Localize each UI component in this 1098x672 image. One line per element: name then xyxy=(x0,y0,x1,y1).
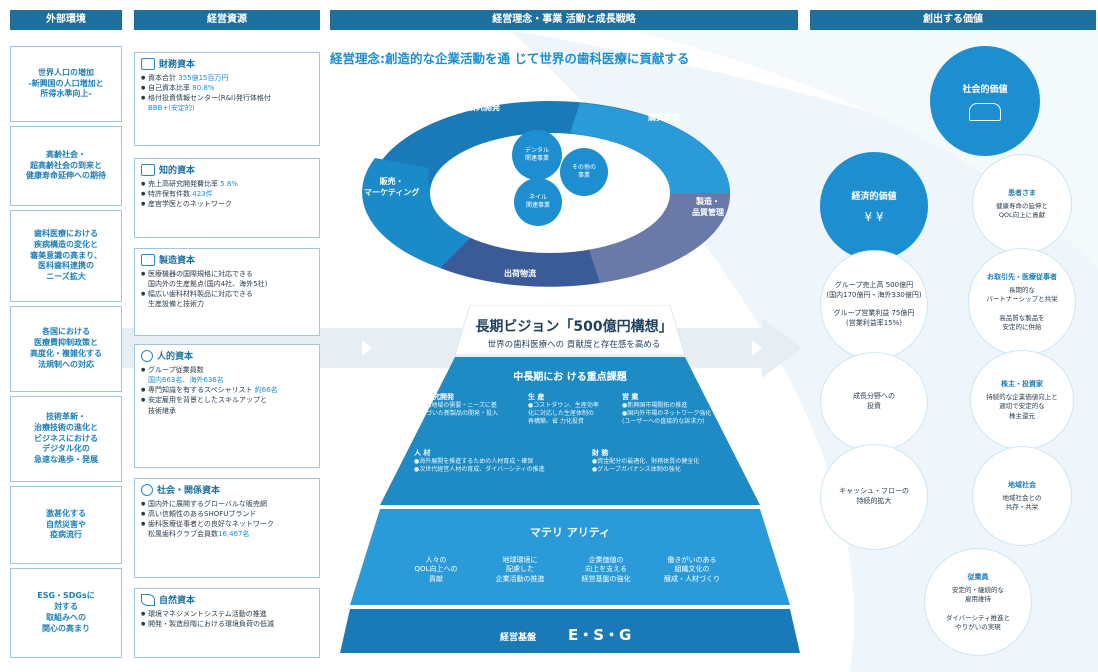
capital-item: 環境マネジメントシステム活動の推進 xyxy=(141,609,313,619)
social-value-circle: 社会的価値 xyxy=(930,46,1040,156)
capital-item: 格付投資情報センター(R&I)発行体格付 BBB+(安定的) xyxy=(141,93,313,113)
priority-item: 人 材 ●海外展開を推進するための人材育成・確保 ●次世代経営人材の育成、ダイバ… xyxy=(414,449,545,473)
stakeholder-circle: 株主・投資家 持続的な企業価値向上と 適切で安定的な 株主還元 xyxy=(970,350,1074,450)
stakeholder-circle: 患者さま 健康寿命の延伸と QOL向上に貢献 xyxy=(972,154,1072,254)
leaf-icon xyxy=(141,593,155,606)
stakeholder-circle: 地域社会 地域社会との 共存・共栄 xyxy=(972,446,1072,546)
cycle-sales-label: 販売・ マーケティング xyxy=(364,177,420,197)
capital-item: 売上高研究開発費比率 5.8% xyxy=(141,179,313,189)
capital-human: 人的資本 グループ従業員数 国内663名、海外636名 専門知識を有するスペシャ… xyxy=(134,344,320,468)
header-value: 創出する価値 xyxy=(810,10,1096,30)
header-external: 外部環境 xyxy=(10,10,122,30)
env-item: ESG・SDGsに 対する 取組みへの 関心の高まり xyxy=(10,568,122,658)
header-capital: 経営資源 xyxy=(134,10,320,30)
bar-chart-icon xyxy=(141,57,155,70)
capital-item: 国内外に展開するグローバルな販売網 xyxy=(141,499,313,509)
materiality-item: 企業価値の 向上を支える 経営基盤の強化 xyxy=(581,556,631,583)
capital-item: 特許保有件数 423件 xyxy=(141,189,313,199)
network-icon xyxy=(141,483,153,496)
book-icon xyxy=(141,163,155,176)
materiality-item: 人々の QOL向上への 貢献 xyxy=(414,556,458,583)
economic-item: グループ売上高 500億円 (国内170億円・海外330億円) グループ営業利益… xyxy=(820,250,928,360)
priorities-title: 中長期にお ける重点課題 xyxy=(513,372,627,383)
capital-item: 産官学医とのネットワーク xyxy=(141,199,313,209)
header-strategy: 経営理念・事業 活動と成長戦略 xyxy=(330,10,798,30)
cycle-manufacturing-label: 製造・ 品質管理 xyxy=(692,197,724,217)
business-circle: デンタル 関連事業 xyxy=(512,130,562,180)
capital-item: 開発・製造段階における環境負荷の低減 xyxy=(141,619,313,629)
cycle-procurement-label: 購買物流 xyxy=(648,113,680,122)
capital-item: 幅広い歯科材料製品に対応できる 生産設備と技術力 xyxy=(141,289,313,309)
capital-item: 自己資本比率 80.8% xyxy=(141,83,313,93)
capital-item: 高い信頼性のあるSHOFUブランド xyxy=(141,509,313,519)
people-icon xyxy=(969,102,1001,121)
capital-item: 専門知識を有するスペシャリスト 約66名 xyxy=(141,385,313,395)
vision-title: 長期ビジョン「500億円構想」 xyxy=(475,319,673,335)
capital-manufactured: 製造資本 医療機器の国際規格に対応できる 国内外の生産拠点(国内4社、海外5社)… xyxy=(134,248,320,336)
env-item: 技術革新・ 治療技術の進化と ビジネスにおける デジタル化の 急速な進歩・発展 xyxy=(10,396,122,482)
business-circle: その他の 事業 xyxy=(560,148,608,196)
capital-item: 資本合計 355億15百万円 xyxy=(141,73,313,83)
capital-item: 歯科医療従事者との良好なネットワーク 松風歯科クラブ会員数16,467名 xyxy=(141,519,313,539)
priority-item: 営 業 ●新興国市場開拓の推進 ●国内外市場のネットワーク強化 (ユーザーへの直… xyxy=(622,393,712,425)
factory-icon xyxy=(141,253,155,266)
foundation-label: 経営基盤 xyxy=(500,633,537,643)
priority-item: 研究開発 ●地域の需要・ニーズに基 づいた新製品の開発・投入 xyxy=(426,393,499,417)
foundation-esg: E・S・G xyxy=(568,626,632,644)
capital-item: 安定雇用を背景としたスキルアップと 技術継承 xyxy=(141,395,313,415)
capital-title: 財務資本 xyxy=(159,60,196,70)
capital-item: 医療機器の国際規格に対応できる 国内外の生産拠点(国内4社、海外5社) xyxy=(141,269,313,289)
capital-title: 自然資本 xyxy=(159,596,196,606)
capital-intellectual: 知的資本 売上高研究開発費比率 5.8% 特許保有件数 423件 産官学医とのネ… xyxy=(134,158,320,238)
capital-title: 製造資本 xyxy=(159,256,196,266)
capital-item: グループ従業員数 国内663名、海外636名 xyxy=(141,365,313,385)
env-item: 歯科医療における 疾病構造の変化と 審美意識の高まり、 医科歯科連携の ニーズ拡… xyxy=(10,210,122,302)
env-item: 世界人口の増加 -新興国の人口増加と 所得水準向上- xyxy=(10,46,122,122)
vision-subtitle: 世界の歯科医療への 貢献度と存在感を高める xyxy=(487,340,661,350)
capital-title: 人的資本 xyxy=(157,352,194,362)
economic-value-circle: 経済的価値 ¥ ¥ xyxy=(820,152,928,260)
stakeholder-circle: 従業員 安定的・継続的な 雇用維持 ダイバーシティ推進と やりがいの実現 xyxy=(924,548,1032,656)
env-item: 高齢社会・ 超高齢社会の到来と 健康寿命延伸への期待 xyxy=(10,126,122,206)
cycle-shipping-label: 出荷物流 xyxy=(504,269,536,278)
capital-natural: 自然資本 環境マネジメントシステム活動の推進 開発・製造段階における環境負荷の低… xyxy=(134,588,320,658)
priority-item: 財 務 ●資金配分の最適化、財務体質の健全化 ●グループガバナンス体制の強化 xyxy=(592,449,700,473)
capital-social: 社会・関係資本 国内外に展開するグローバルな販売網 高い信頼性のあるSHOFUブ… xyxy=(134,478,320,578)
business-circle: ネイル 関連事業 xyxy=(514,178,562,226)
priority-item: 生 産 ●コストダウン、生産効率 化に対応した生産体制の 再構築、省 力化投資 xyxy=(528,393,599,425)
stakeholder-circle: お取引先・医療従事者 長期的な パートナーシップと共栄 高品質な製品を 安定的に… xyxy=(968,248,1076,356)
currency-icon: ¥ ¥ xyxy=(864,209,884,224)
materiality-item: 働きがいのある 組織文化の 醸成・人材づくり xyxy=(664,556,720,583)
env-item: 激甚化する 自然災害や 疫病流行 xyxy=(10,486,122,564)
capital-financial: 財務資本 資本合計 355億15百万円 自己資本比率 80.8% 格付投資情報セ… xyxy=(134,52,320,146)
strategy-pyramid xyxy=(340,305,800,653)
materiality-title: マテリ アリティ xyxy=(529,526,611,539)
capital-title: 社会・関係資本 xyxy=(157,486,221,496)
capital-title: 知的資本 xyxy=(159,166,196,176)
philosophy-statement: 経営理念:創造的な企業活動を通 じて世界の歯科医療に貢献する xyxy=(330,51,690,66)
materiality-item: 地球環境に 配慮した 企業活動の推進 xyxy=(495,556,545,583)
cycle-rd-label: 研究開発 xyxy=(468,103,500,112)
person-icon xyxy=(141,349,153,362)
economic-item: キャッシュ・フローの 持続的拡大 xyxy=(820,444,928,550)
env-item: 各国における 医療費抑制政策と 高度化・複雑化する 法規制への対応 xyxy=(10,306,122,392)
economic-item: 成長分野への 投資 xyxy=(820,352,928,452)
